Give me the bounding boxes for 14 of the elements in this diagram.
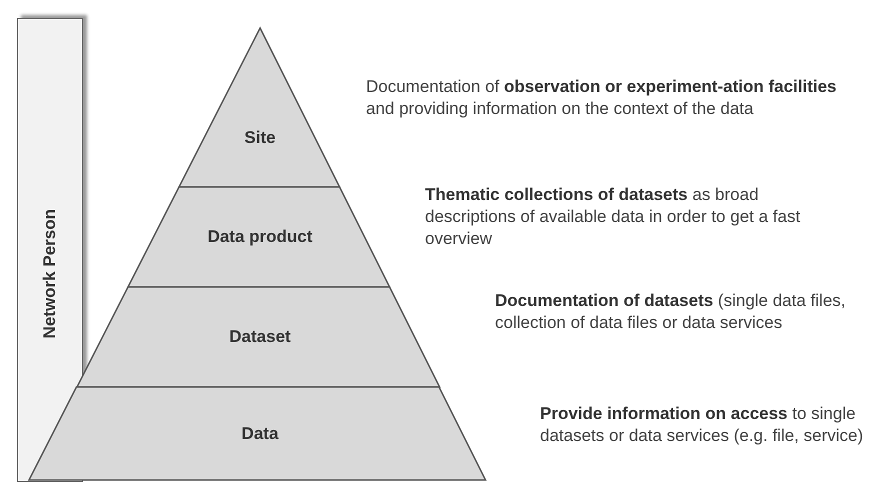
pyramid-tier [128,187,390,287]
description-text: Provide information on access to single datasets or data services (e.g. file, service) [540,403,864,448]
description-text: Thematic collections of datasets as broad descriptions of available data in order to get a fast overview [425,184,802,250]
pyramid-tier [178,28,340,187]
tier-label: Data product [208,227,312,247]
tier-label: Site [244,128,276,148]
description-text: Documentation of datasets (single data files, collection of data files or data services [495,290,846,334]
tier-label: Data [242,424,278,444]
pyramid-tier [76,287,440,387]
vertical-bar [17,18,83,482]
pyramid-tier [29,387,486,480]
tier-label: Dataset [229,327,291,347]
bar-label: Network Person [40,209,60,338]
description-text: Documentation of observation or experiment-ation facilities and providing information on the context of the data [366,76,838,120]
